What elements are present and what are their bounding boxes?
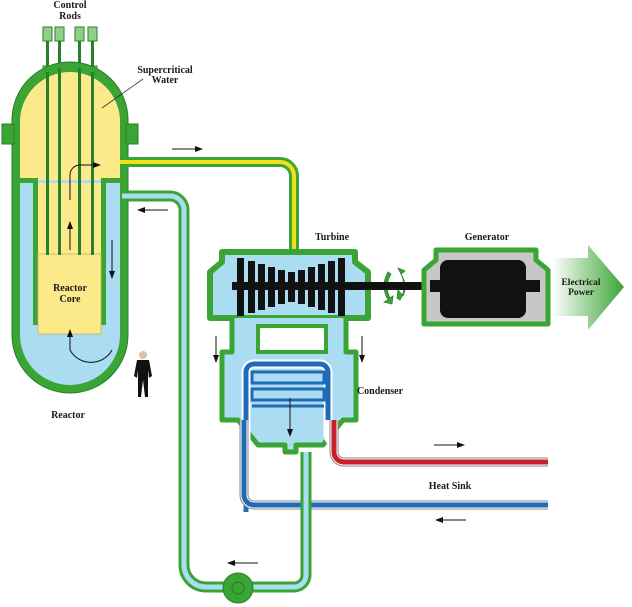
svg-text:Core: Core — [60, 294, 81, 305]
reactor-core — [37, 253, 102, 335]
generator-shaft — [382, 282, 430, 290]
pump-icon — [222, 572, 254, 604]
condenser-label: Condenser — [357, 386, 404, 397]
feedwater-pipe — [122, 190, 312, 593]
svg-text:Electrical: Electrical — [561, 278, 600, 288]
supercritical-water-label: Supercritical Water — [101, 65, 193, 109]
flange-right — [125, 123, 139, 145]
turbine — [207, 249, 382, 321]
electrical-power-arrow: Electrical Power — [552, 245, 624, 330]
reactor-label: Reactor — [51, 410, 85, 421]
control-rods-label: Control Rods — [53, 0, 86, 22]
svg-text:Supercritical: Supercritical — [137, 65, 193, 76]
svg-text:Reactor: Reactor — [53, 283, 87, 294]
reactor-flow-arrows — [67, 162, 115, 363]
svg-text:Power: Power — [568, 288, 595, 298]
flange-left — [1, 123, 15, 145]
generator — [421, 247, 551, 327]
person-icon — [134, 351, 152, 397]
turbine-blades — [237, 258, 345, 316]
hot-water-pipe — [329, 420, 548, 467]
generator-label: Generator — [465, 232, 510, 243]
svg-text:Water: Water — [152, 75, 179, 86]
cold-water-pipe — [239, 420, 548, 510]
turbine-shaft — [232, 282, 382, 290]
svg-text:Control: Control — [53, 0, 86, 11]
turbine-label: Turbine — [315, 232, 350, 243]
heat-sink-label: Heat Sink — [429, 481, 472, 492]
steam-pipe — [120, 157, 299, 250]
svg-text:Rods: Rods — [59, 11, 81, 22]
reactor-core-label: Reactor Core — [53, 283, 87, 305]
